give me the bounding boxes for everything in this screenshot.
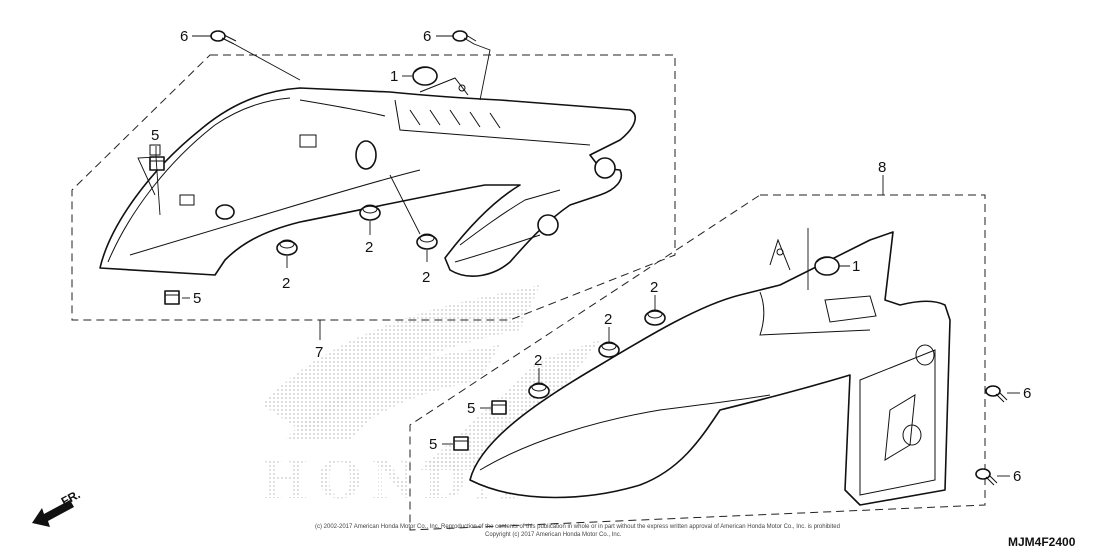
clip-5-d (453, 436, 469, 451)
callout-5-right-b: 5 (429, 436, 437, 453)
callout-8-right-cover: 8 (878, 159, 886, 176)
bolt-6-d (975, 468, 998, 486)
callout-5-lower-left: 5 (193, 290, 201, 307)
callout-5-right-a: 5 (467, 400, 475, 417)
front-direction-arrow: FR. (32, 487, 82, 527)
callout-6-top-left: 6 (180, 28, 188, 45)
cushion-1-b (814, 256, 840, 276)
callout-2-left-b: 2 (365, 239, 373, 256)
callout-2-right-a: 2 (650, 279, 658, 296)
diagram-code: MJM4F2400 (1008, 535, 1076, 549)
callout-6-right-upper: 6 (1023, 385, 1031, 402)
bolt-6-c (985, 385, 1008, 403)
callout-2-left-c: 2 (422, 269, 430, 286)
callout-2-right-b: 2 (604, 311, 612, 328)
clip-5-b (164, 290, 180, 305)
group-box-7 (71, 54, 676, 321)
callout-2-right-c: 2 (534, 352, 542, 369)
grommet-2-d (644, 309, 666, 326)
bolt-6-b (452, 30, 477, 45)
callout-5-upper-left: 5 (151, 127, 159, 144)
copyright-line-2: Copyright (c) 2017 American Honda Motor … (485, 532, 622, 538)
callout-6-top-center: 6 (423, 28, 431, 45)
clip-5-c (491, 400, 507, 415)
copyright-line-1: (c) 2002-2017 American Honda Motor Co., … (315, 524, 840, 530)
part-8-right-side-cover (469, 231, 951, 506)
grommet-2-b (359, 204, 381, 221)
callout-7-left-cover: 7 (315, 344, 323, 361)
group-box-8 (409, 194, 986, 531)
callout-2-left-a: 2 (282, 275, 290, 292)
callout-1-left-cover: 1 (390, 68, 398, 85)
grommet-2-f (528, 382, 550, 399)
grommet-2-c (416, 233, 438, 250)
callout-6-right-lower: 6 (1013, 468, 1021, 485)
grommet-2-a (276, 239, 298, 256)
part-7-left-side-cover (99, 77, 636, 277)
grommet-2-e (598, 341, 620, 358)
bolt-6-a (210, 30, 237, 45)
cushion-1-a (412, 66, 438, 86)
callout-1-right-cover: 1 (852, 258, 860, 275)
leader-lines (137, 35, 1020, 477)
